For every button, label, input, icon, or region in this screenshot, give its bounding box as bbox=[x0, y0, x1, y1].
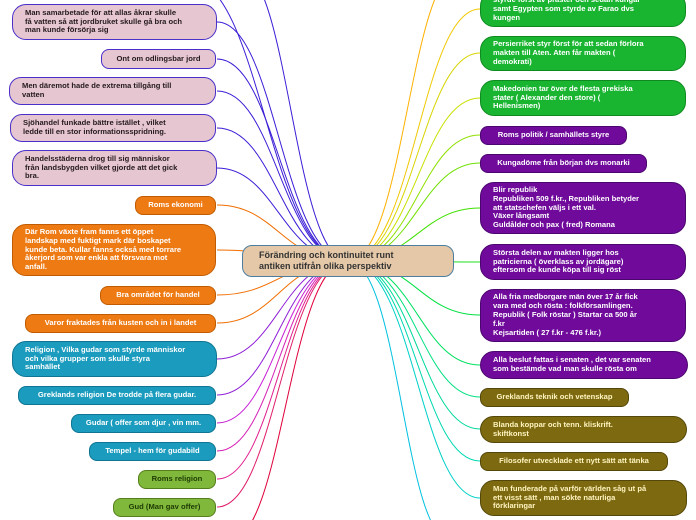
connector-line bbox=[216, 21, 349, 262]
connector-line bbox=[216, 127, 349, 262]
left-node-little-farmland[interactable]: Ont om odlingsbar jord bbox=[101, 49, 216, 69]
left-node-rome-economy[interactable]: Roms ekonomi bbox=[135, 196, 216, 215]
right-node-philosophers[interactable]: Filosofer utvecklade ett nytt sätt att t… bbox=[480, 452, 668, 471]
connector-line bbox=[251, 260, 349, 520]
right-node-natural-explanations[interactable]: Man funderade på varför världen såg ut p… bbox=[480, 480, 687, 516]
left-node-rome-religion[interactable]: Roms religion bbox=[138, 470, 216, 489]
right-node-priests-kings-egypt[interactable]: styrde först av präster och sedan kungar… bbox=[480, 0, 686, 27]
right-node-rome-politics[interactable]: Roms politik / samhällets styre bbox=[480, 126, 627, 145]
left-node-temple[interactable]: Tempel - hem för gudabild bbox=[89, 442, 216, 461]
left-node-gods-offerings[interactable]: Gudar ( offer som djur , vin mm. bbox=[71, 414, 216, 433]
left-node-good-trade-area[interactable]: Bra området för handel bbox=[100, 286, 216, 305]
left-node-access-to-water[interactable]: Men däremot hade de extrema tillgång til… bbox=[9, 77, 216, 105]
connector-line bbox=[347, 260, 481, 398]
central-topic[interactable]: Förändring och kontinuitet runt antiken … bbox=[242, 245, 454, 277]
right-node-macedonia[interactable]: Makedonien tar över de flesta grekiska s… bbox=[480, 80, 686, 116]
left-node-sea-trade[interactable]: Sjöhandel funkade bättre istället , vilk… bbox=[10, 114, 216, 142]
left-node-greek-religion[interactable]: Greklands religion De trodde på flera gu… bbox=[18, 386, 216, 405]
connector-line bbox=[216, 260, 349, 424]
left-node-god-offering[interactable]: Gud (Man gav offer) bbox=[113, 498, 216, 517]
connector-line bbox=[347, 134, 481, 262]
right-node-free-citizens-vote[interactable]: Alla fria medborgare män över 17 år fick… bbox=[480, 289, 686, 342]
connector-line bbox=[347, 52, 481, 262]
left-node-irrigation-cooperation[interactable]: Man samarbetade för att allas åkrar skul… bbox=[12, 4, 217, 40]
connector-line bbox=[264, 0, 349, 262]
right-node-patricians[interactable]: Största delen av makten ligger hos patri… bbox=[480, 244, 686, 280]
connector-line bbox=[347, 260, 432, 520]
left-node-religion[interactable]: Religion , Vilka gudar som styrde männis… bbox=[12, 341, 217, 377]
connector-line bbox=[347, 260, 481, 499]
connector-line bbox=[216, 58, 349, 262]
left-node-trade-cities[interactable]: Handelsstäderna drog till sig människor … bbox=[12, 150, 217, 186]
right-node-republic[interactable]: Blir republik Republiken 509 f.kr., Repu… bbox=[480, 182, 686, 234]
right-node-monarchy[interactable]: Kungadöme från början dvs monarki bbox=[480, 154, 647, 173]
connector-line bbox=[347, 8, 481, 262]
right-node-bronze-writing[interactable]: Blanda koppar och tenn. kliskrift. skift… bbox=[480, 416, 687, 443]
left-node-goods-shipped[interactable]: Varor fraktades från kusten och in i lan… bbox=[25, 314, 216, 333]
right-node-persian-empire[interactable]: Persierriket styr först för att sedan fö… bbox=[480, 36, 686, 71]
right-node-senate[interactable]: Alla beslut fattas i senaten , det var s… bbox=[480, 351, 688, 379]
left-node-rome-landscape[interactable]: Där Rom växte fram fanns ett öppet lands… bbox=[12, 224, 216, 276]
connector-line bbox=[347, 0, 436, 262]
right-node-greek-technology[interactable]: Greklands teknik och vetenskap bbox=[480, 388, 629, 407]
